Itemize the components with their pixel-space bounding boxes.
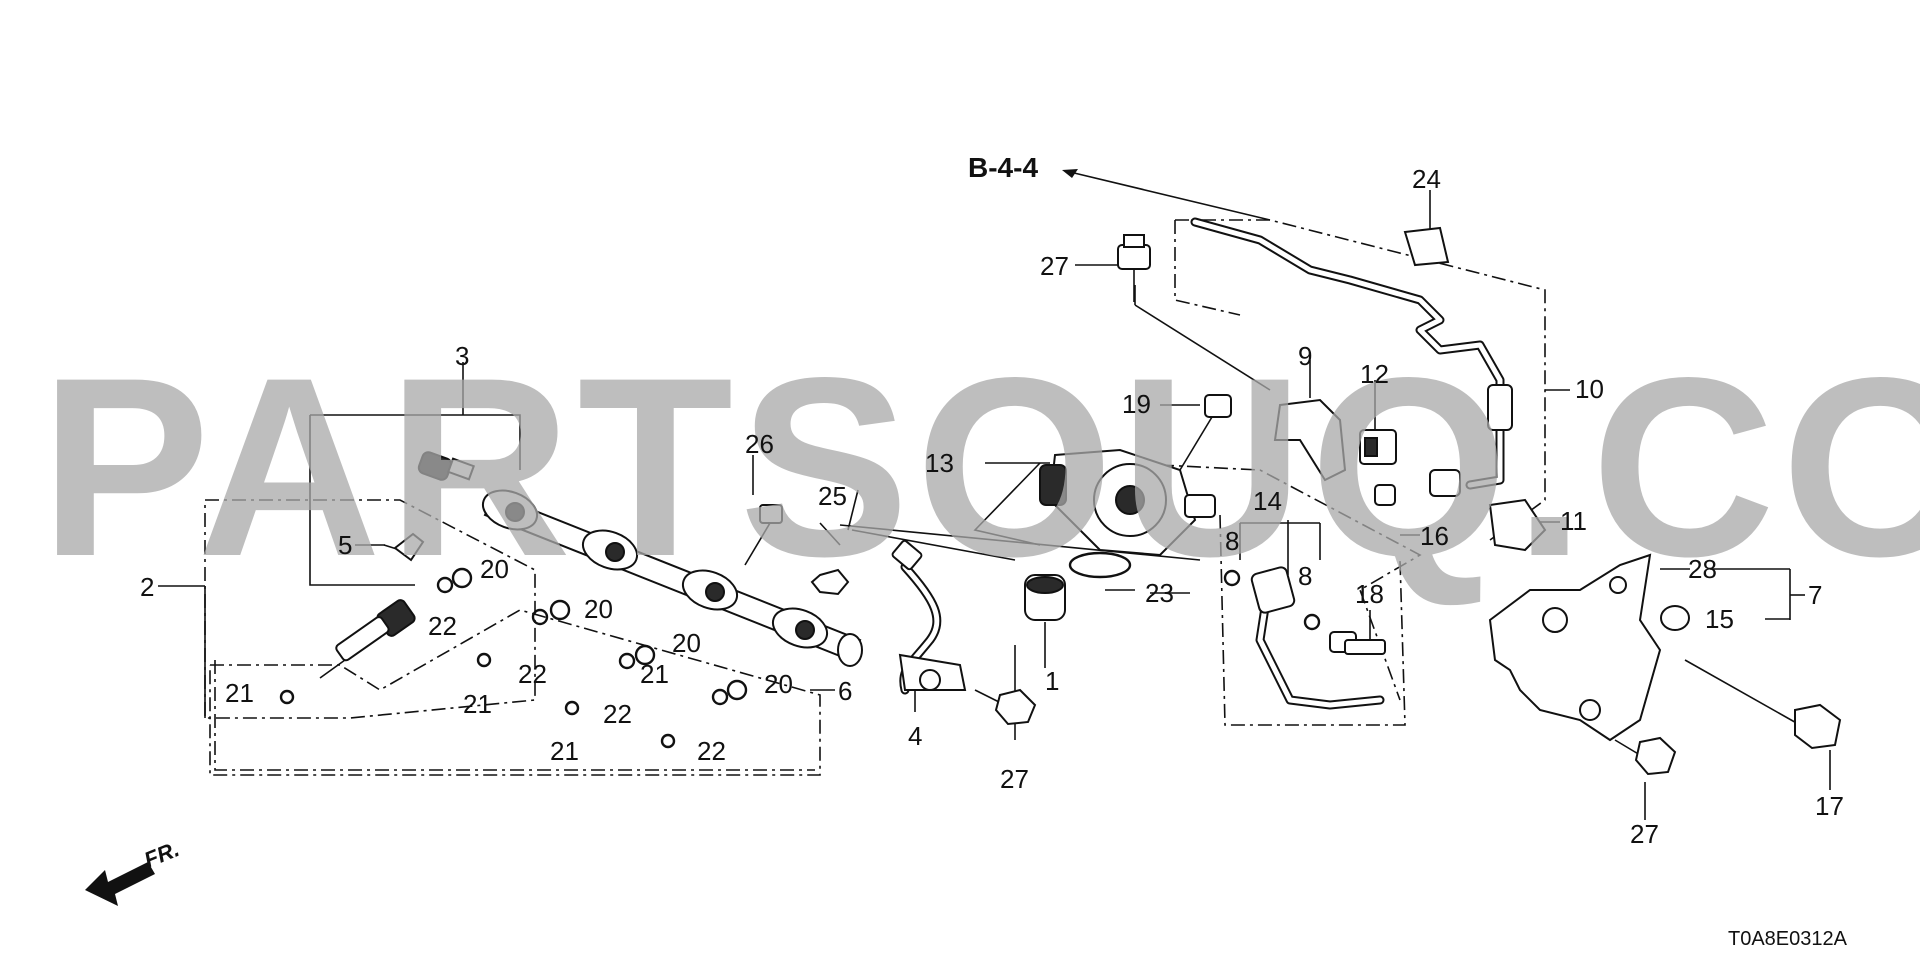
callout-20b[interactable]: 20 <box>584 594 613 624</box>
part-high-pressure-pipe <box>744 504 967 695</box>
callout-24[interactable]: 24 <box>1412 164 1441 194</box>
callout-27c[interactable]: 27 <box>1630 819 1659 849</box>
callout-11[interactable]: 11 <box>1560 506 1587 536</box>
callout-15[interactable]: 15 <box>1705 604 1734 634</box>
callout-14[interactable]: 14 <box>1253 486 1282 516</box>
callout-20c[interactable]: 20 <box>672 628 701 658</box>
front-marker: FR. <box>141 836 183 872</box>
part-fuel-rail <box>481 489 863 667</box>
callout-16[interactable]: 16 <box>1420 521 1449 551</box>
callout-25[interactable]: 25 <box>818 481 847 511</box>
callout-21d[interactable]: 21 <box>550 736 579 766</box>
callout-21c[interactable]: 21 <box>640 659 669 689</box>
callout-8b[interactable]: 8 <box>1298 561 1312 591</box>
reference-label[interactable]: B-4-4 <box>968 152 1038 183</box>
diagram-code: T0A8E0312A <box>1728 928 1848 950</box>
callout-12[interactable]: 12 <box>1360 359 1389 389</box>
part-fuel-pump <box>1024 234 1232 621</box>
callout-26[interactable]: 26 <box>745 429 774 459</box>
part-bolt-27-center <box>974 688 1037 726</box>
callout-6[interactable]: 6 <box>838 676 852 706</box>
callout-21b[interactable]: 21 <box>463 689 492 719</box>
callouts: 1 2 3 4 5 6 7 8 8 9 10 11 12 13 14 15 16… <box>140 164 1844 849</box>
callout-27a[interactable]: 27 <box>1040 251 1069 281</box>
callout-22c[interactable]: 22 <box>603 699 632 729</box>
leader-lines <box>158 169 1831 820</box>
callout-19[interactable]: 19 <box>1122 389 1151 419</box>
callout-20a[interactable]: 20 <box>480 554 509 584</box>
callout-22a[interactable]: 22 <box>428 611 457 641</box>
part-pump-bracket-7 <box>1488 553 1842 776</box>
callout-5[interactable]: 5 <box>338 530 352 560</box>
callout-7[interactable]: 7 <box>1808 580 1822 610</box>
part-sensors <box>319 451 476 679</box>
callout-27b[interactable]: 27 <box>1000 764 1029 794</box>
callout-28[interactable]: 28 <box>1688 554 1717 584</box>
callout-22b[interactable]: 22 <box>518 659 547 689</box>
callout-23[interactable]: 23 <box>1145 578 1174 608</box>
callout-13[interactable]: 13 <box>925 448 954 478</box>
callout-21a[interactable]: 21 <box>225 678 254 708</box>
part-brackets <box>1273 226 1547 552</box>
callout-20d[interactable]: 20 <box>764 669 793 699</box>
watermark: PARTSOUQ.COM <box>40 325 1920 610</box>
part-seals <box>279 567 748 749</box>
callout-4[interactable]: 4 <box>908 721 922 751</box>
callout-3[interactable]: 3 <box>455 341 469 371</box>
callout-18[interactable]: 18 <box>1355 579 1384 609</box>
group-outlines <box>204 219 1570 776</box>
callout-17[interactable]: 17 <box>1815 791 1844 821</box>
callout-1[interactable]: 1 <box>1045 666 1059 696</box>
callout-10[interactable]: 10 <box>1575 374 1604 404</box>
callout-22d[interactable]: 22 <box>697 736 726 766</box>
callout-8a[interactable]: 8 <box>1225 526 1239 556</box>
callout-9[interactable]: 9 <box>1298 341 1312 371</box>
part-feed-line-14 <box>1223 566 1386 710</box>
callout-2[interactable]: 2 <box>140 572 154 602</box>
part-fuel-feed-pipe <box>1190 217 1513 497</box>
front-arrow-icon <box>85 862 155 906</box>
